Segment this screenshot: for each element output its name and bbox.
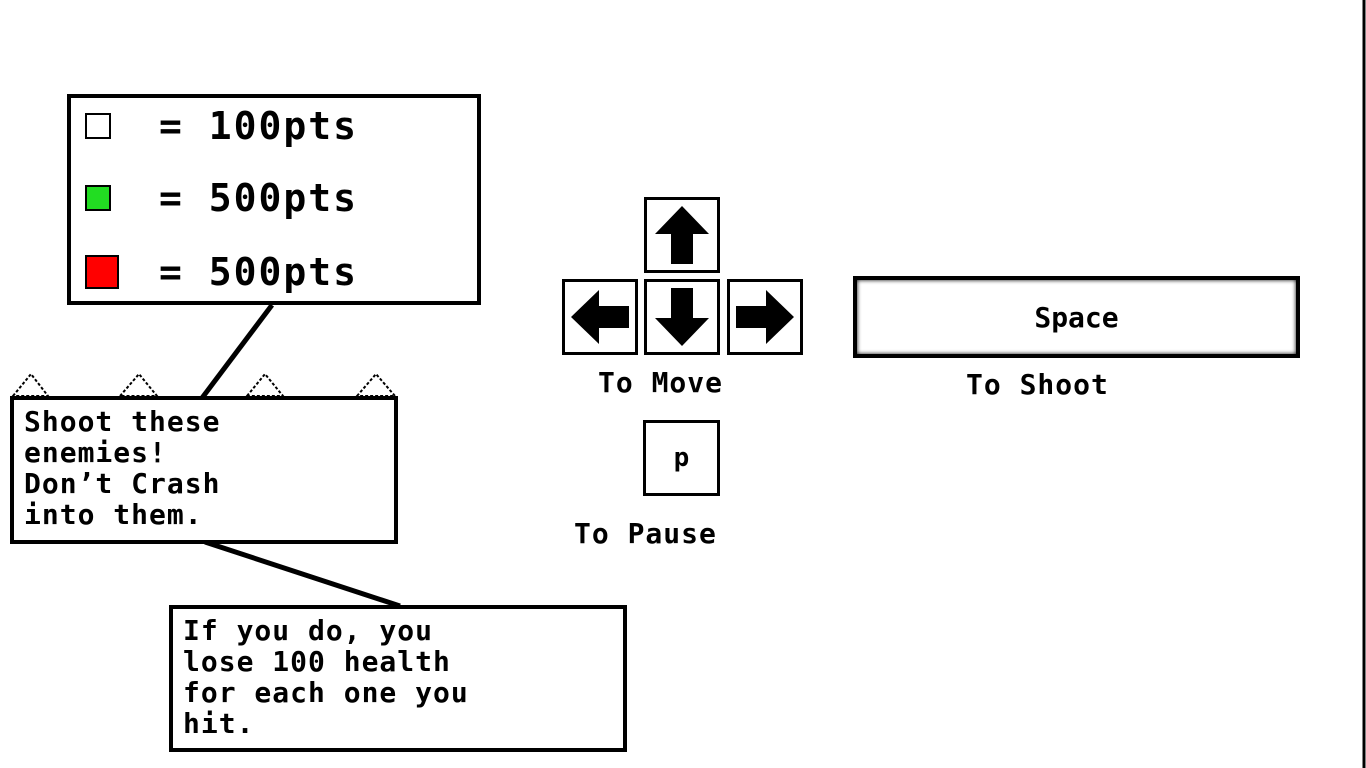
arrow-left-icon [571,290,629,344]
white-enemy-swatch [85,113,111,139]
legend-row: = 500pts [85,250,358,294]
health-note: If you do, you lose 100 health for each … [169,605,627,752]
note-line: enemies! [24,436,167,469]
left-arrow-key [562,279,638,355]
pause-key-label: P [673,443,690,473]
note-line: If you do, you [183,614,434,647]
note-line: lose 100 health [183,645,451,678]
note-line: into them. [24,498,203,531]
legend-label: = 100pts [159,104,359,148]
up-arrow-key [644,197,720,273]
green-enemy-swatch [85,185,111,211]
move-label: To Move [598,366,724,399]
shoot-label: To Shoot [966,368,1109,401]
enemy-note: Shoot these enemies! Don’t Crash into th… [10,396,398,544]
space-key: Space [853,276,1300,358]
note-line: Don’t Crash [24,467,221,500]
pause-label: To Pause [574,517,717,550]
space-key-label: Space [1034,300,1119,334]
legend-row: = 500pts [85,176,358,220]
note-line: for each one you [183,676,469,709]
enemy-ship [117,372,160,397]
enemy-ship [244,372,286,397]
points-legend: = 100pts = 500pts = 500pts [67,94,481,305]
legend-row: = 100pts [85,104,358,148]
down-arrow-key [644,279,720,355]
red-enemy-swatch [85,255,119,289]
legend-label: = 500pts [159,176,359,220]
enemy-ship [354,372,398,397]
arrow-right-icon [736,290,794,344]
pause-key: P [643,420,720,496]
enemy-ship [10,372,51,397]
right-arrow-key [727,279,803,355]
note-line: hit. [183,707,255,740]
note-line: Shoot these [24,405,221,438]
arrow-down-icon [655,288,709,346]
arrow-up-icon [655,206,709,264]
legend-label: = 500pts [159,250,359,294]
